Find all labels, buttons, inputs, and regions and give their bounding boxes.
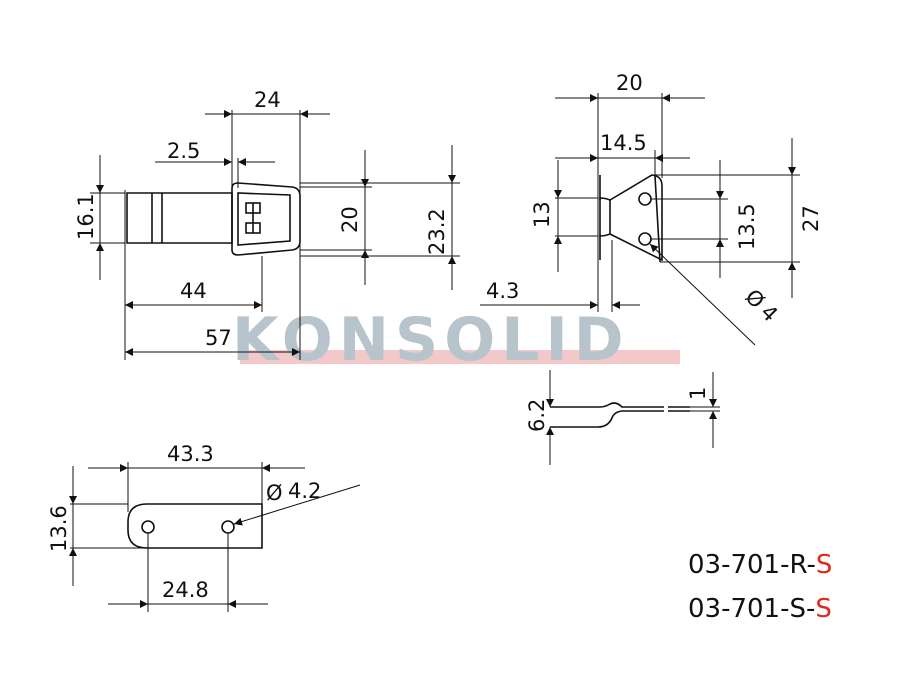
- dim-13: 13: [530, 201, 554, 228]
- dim-4-2: 4.2: [288, 479, 321, 503]
- dim-side-20: 20: [616, 71, 643, 95]
- part-number-1-base: 03-701-R-: [688, 550, 816, 580]
- dim-24: 24: [254, 88, 281, 112]
- dim-6-2: 6.2: [525, 399, 549, 432]
- dim-16-1: 16.1: [74, 193, 98, 240]
- watermark-stripe: [240, 350, 680, 364]
- dim-14-5: 14.5: [600, 131, 647, 155]
- dim-24-8: 24.8: [162, 578, 209, 602]
- dim-20: 20: [338, 206, 362, 233]
- watermark-text: KONSOLID: [232, 305, 630, 375]
- dim-2-5: 2.5: [167, 139, 200, 163]
- part-number-1-suffix: S: [816, 550, 833, 580]
- dim-plate-diameter-symbol: Ø: [266, 481, 283, 505]
- dim-44: 44: [180, 279, 207, 303]
- dim-4-3: 4.3: [486, 279, 519, 303]
- dim-13-6: 13.6: [47, 505, 71, 552]
- part-number-2: 03-701-S-S: [688, 594, 832, 624]
- part-number-1: 03-701-R-S: [688, 550, 832, 580]
- watermark: KONSOLID: [232, 305, 680, 375]
- dim-1: 1: [686, 387, 710, 400]
- dim-57: 57: [205, 326, 232, 350]
- dim-27: 27: [799, 205, 823, 232]
- part-numbers: 03-701-R-S 03-701-S-S: [688, 550, 832, 624]
- view-thickness: 6.2 1: [525, 370, 720, 465]
- part-number-2-suffix: S: [815, 594, 832, 624]
- view-side: 20 14.5 13 13.5 27 4.3 Ø 4: [480, 71, 823, 346]
- view-front-latch: 24 2.5 16.1 20 23.2 44 57: [74, 88, 460, 360]
- dim-43-3: 43.3: [167, 442, 214, 466]
- dim-13-5: 13.5: [735, 203, 759, 250]
- dim-23-2: 23.2: [425, 208, 449, 255]
- view-plate: 43.3 13.6 Ø 4.2 24.8: [47, 442, 361, 612]
- part-number-2-base: 03-701-S-: [688, 594, 815, 624]
